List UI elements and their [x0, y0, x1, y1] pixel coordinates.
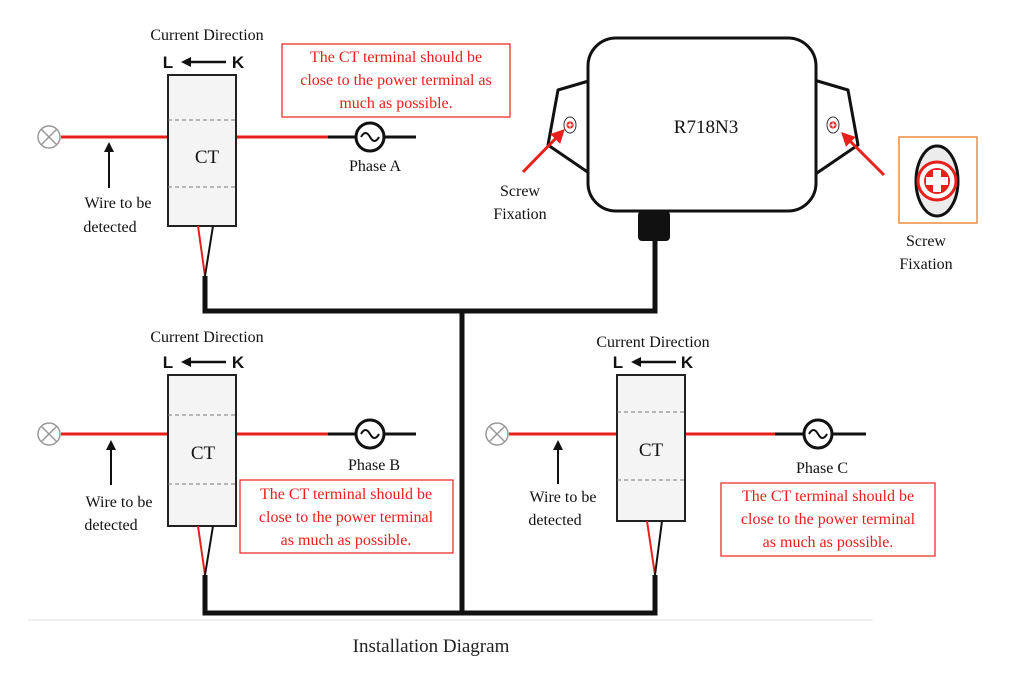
- wire-label: Wire to be: [86, 494, 153, 511]
- k-label: K: [232, 53, 245, 72]
- note-line: The CT terminal should be: [260, 486, 432, 503]
- wire-label: detected: [83, 219, 136, 236]
- current-direction-label: Current Direction: [150, 27, 263, 44]
- k-label: K: [232, 353, 245, 372]
- screw-icon: [826, 116, 840, 134]
- note-line: The CT terminal should be: [310, 49, 482, 66]
- ct-sensor: [167, 74, 237, 227]
- note-box-b: The CT terminal should be close to the p…: [239, 479, 454, 554]
- current-direction-label: Current Direction: [150, 329, 263, 346]
- note-line: as much as possible.: [281, 532, 412, 549]
- device-r718n3: R718N3: [546, 36, 860, 241]
- note-line: close to the power terminal as: [300, 72, 492, 89]
- phase-label: Phase A: [349, 158, 401, 175]
- screw-fixation-label: Fixation: [899, 256, 952, 273]
- note-line: The CT terminal should be: [742, 488, 914, 505]
- phase-c-group: CT Current Direction L K Phase C Wire to…: [485, 334, 866, 576]
- wire-label: Wire to be: [85, 195, 152, 212]
- screw-icon: [563, 116, 577, 134]
- screw-fixation-label: Screw: [500, 183, 540, 200]
- device-name: R718N3: [674, 117, 738, 138]
- l-label: L: [163, 53, 173, 72]
- current-direction-label: Current Direction: [596, 334, 709, 351]
- ct-leads: [197, 225, 214, 277]
- power-source-icon: [802, 418, 834, 450]
- screw-fixation-label: Fixation: [493, 206, 546, 223]
- power-source-icon: [354, 418, 386, 450]
- ct-label: CT: [639, 440, 664, 461]
- l-label: L: [613, 353, 623, 372]
- power-source-icon: [354, 121, 386, 153]
- device-body: [586, 36, 818, 213]
- note-line: close to the power terminal: [741, 511, 916, 528]
- phase-a-group: CT Current Direction L K Phase A Wire to…: [37, 27, 416, 277]
- note-box-a: The CT terminal should be close to the p…: [281, 43, 511, 118]
- phase-label: Phase B: [348, 457, 400, 474]
- note-box-c: The CT terminal should be close to the p…: [720, 482, 936, 557]
- wire-label: Wire to be: [530, 489, 597, 506]
- screw-fixation-label: Screw: [906, 233, 946, 250]
- screw-zoom-box: [898, 136, 978, 224]
- k-label: K: [681, 353, 694, 372]
- cable-gland: [638, 211, 670, 241]
- diagram-caption: Installation Diagram: [353, 636, 510, 657]
- bus-wiring: [202, 240, 658, 616]
- phase-label: Phase C: [796, 460, 848, 477]
- lamp-icon: [485, 422, 509, 446]
- ct-label: CT: [191, 443, 216, 464]
- ct-leads: [646, 520, 663, 576]
- note-line: as much as possible.: [763, 534, 894, 551]
- ct-sensor: [616, 374, 686, 522]
- phase-b-group: CT Current Direction L K Phase B Wire to…: [37, 329, 416, 576]
- ct-label: CT: [195, 147, 220, 168]
- note-line: close to the power terminal: [259, 509, 434, 526]
- lamp-icon: [37, 422, 61, 446]
- l-label: L: [163, 353, 173, 372]
- note-line: much as possible.: [339, 95, 452, 112]
- wire-label: detected: [84, 517, 137, 534]
- screw-pointer-arrow: [521, 128, 565, 174]
- wire-label: detected: [528, 512, 581, 529]
- ct-sensor: [167, 374, 237, 527]
- ct-leads: [197, 525, 214, 576]
- lamp-icon: [37, 125, 61, 149]
- screw-pointer-arrow: [841, 132, 886, 177]
